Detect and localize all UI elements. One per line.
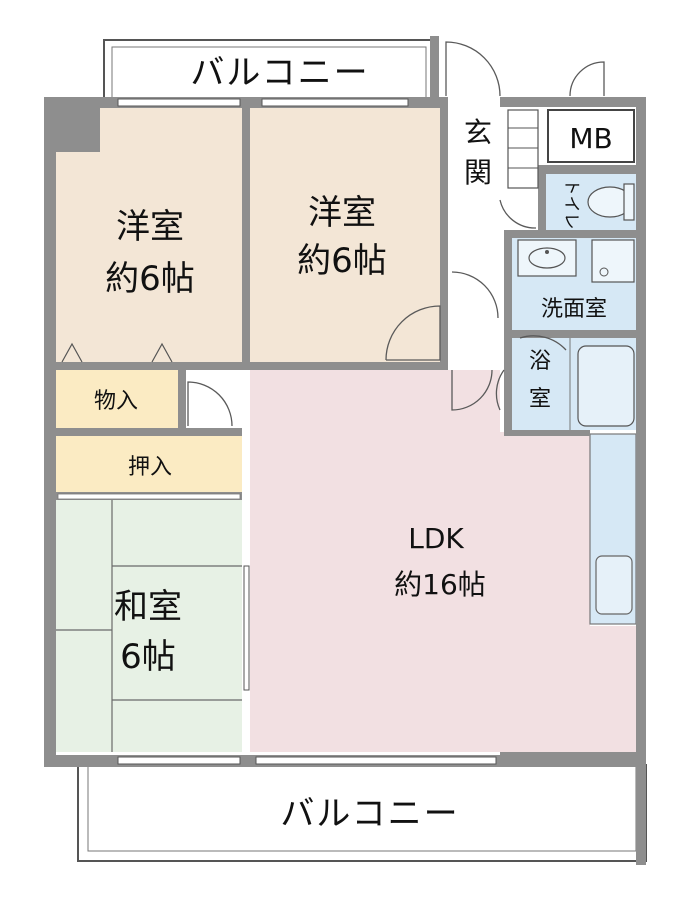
- bath-label-2: 室: [529, 387, 551, 412]
- closet: [56, 436, 242, 492]
- western-room-right: [250, 108, 440, 362]
- ldk-room: [250, 370, 638, 752]
- washroom-label: 洗面室: [541, 297, 607, 322]
- toilet-label: トイレ: [561, 179, 581, 230]
- bath-label-1: 浴: [529, 349, 551, 374]
- ldk-name: LDK: [408, 522, 464, 555]
- windows: [57, 98, 497, 765]
- storage-label: 物入: [94, 389, 138, 414]
- japanese-room-name: 和室: [114, 587, 182, 627]
- storage-small: [56, 370, 178, 428]
- entrance-label-2: 関: [464, 156, 492, 189]
- mb-box: [547, 109, 635, 163]
- balcony-top: バルコニー: [103, 36, 439, 100]
- tatami-lines: [56, 500, 242, 752]
- western-right-size: 約6帖: [297, 241, 387, 281]
- balcony-top-label: バルコニー: [190, 53, 369, 93]
- western-left-name: 洋室: [116, 207, 184, 247]
- bathtub-icon: [577, 345, 635, 427]
- closet-door-marks: [61, 342, 173, 363]
- mb-label: MB: [569, 122, 612, 155]
- washbasin-icon: [517, 239, 577, 277]
- sink-icon: [595, 555, 633, 615]
- toilet-icon: [587, 183, 635, 221]
- ldk-size: 約16帖: [394, 568, 486, 601]
- door-swings: [187, 41, 605, 427]
- washing-machine-icon: [591, 239, 635, 283]
- balcony-bottom: バルコニー: [77, 764, 647, 865]
- shoe-rack: [507, 109, 539, 189]
- western-right-name: 洋室: [308, 193, 376, 233]
- entrance-label-1: 玄: [464, 116, 492, 149]
- japanese-room: [56, 500, 242, 752]
- japanese-room-size: 6帖: [120, 637, 176, 677]
- closet-label: 押入: [128, 455, 172, 480]
- western-left-size: 約6帖: [105, 259, 195, 299]
- balcony-bottom-label: バルコニー: [280, 794, 459, 834]
